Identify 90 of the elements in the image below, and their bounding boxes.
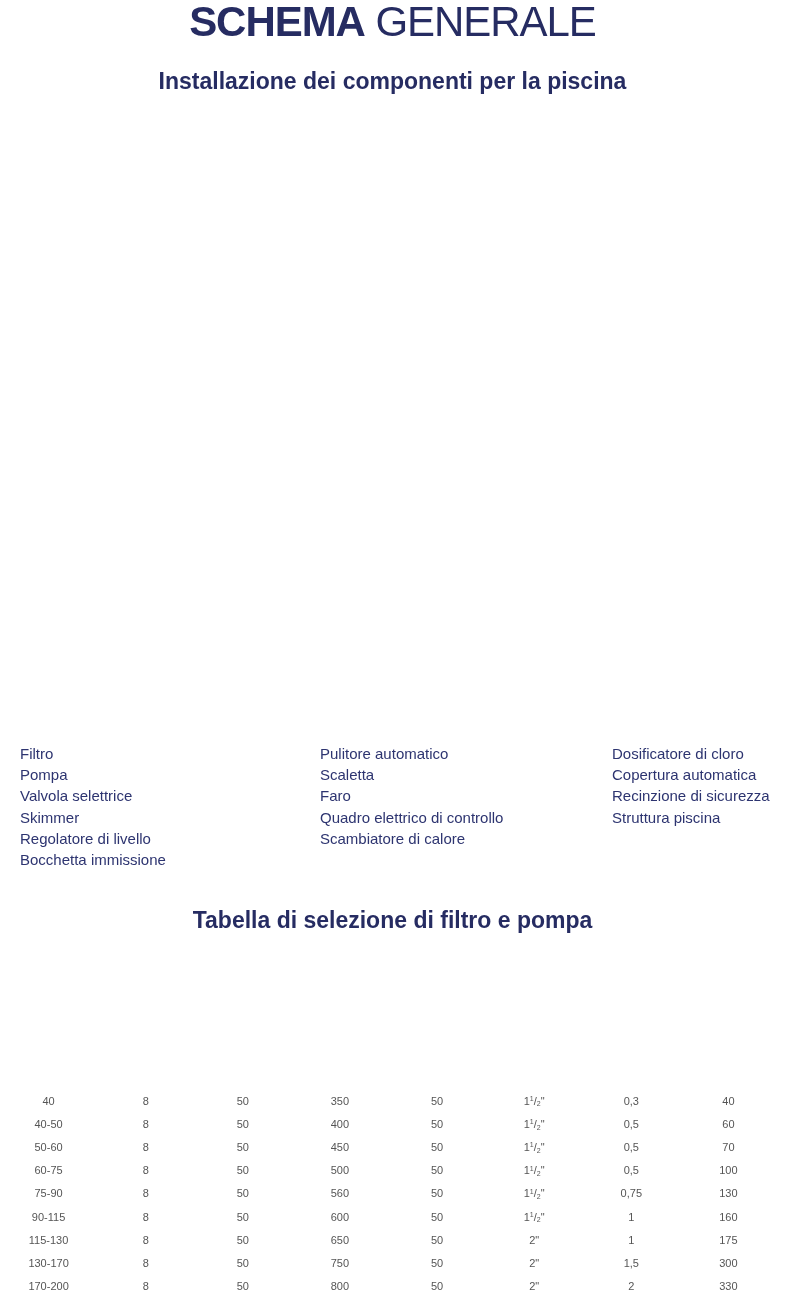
component-name: Dosificatore di cloro <box>612 744 744 764</box>
table-cell: 0,5 <box>623 1116 639 1131</box>
table-cell: 330 <box>719 1279 738 1291</box>
table-cell: 0,75 <box>620 1186 642 1201</box>
table-cell: 0,5 <box>623 1139 639 1154</box>
table-cell: 170-200 <box>28 1279 69 1291</box>
table-cell: 1$^{1}$/$_{2}$" <box>523 1093 545 1108</box>
table-cell: 50 <box>430 1209 444 1224</box>
table-cell: 50 <box>236 1093 249 1108</box>
table-cell: 8 <box>142 1186 149 1201</box>
table-cell: 800 <box>330 1279 350 1291</box>
table-cell: 50 <box>430 1139 444 1154</box>
table-cell: 50 <box>236 1186 249 1201</box>
table-cell: 50 <box>236 1116 249 1131</box>
table-cell: 8 <box>142 1163 149 1178</box>
table-cell: 500 <box>330 1163 350 1178</box>
table-cell: 50 <box>236 1163 249 1178</box>
component-name: Quadro elettrico di controllo <box>320 807 504 828</box>
table-cell: 750 <box>330 1255 350 1270</box>
table-cell: 50 <box>430 1232 444 1247</box>
table-cell: 50 <box>430 1255 444 1270</box>
table-cell: 50 <box>430 1279 444 1291</box>
table-cell: 650 <box>330 1232 350 1247</box>
table-cell: 130-170 <box>28 1255 69 1270</box>
subtitle: Installazione dei componenti per la piscina <box>158 67 627 96</box>
table-cell: 8 <box>142 1116 149 1131</box>
table-cell: 0,3 <box>623 1093 639 1108</box>
table-cell: 160 <box>719 1209 738 1224</box>
table-cell: 8 <box>142 1139 149 1154</box>
table-cell: 1$^{1}$/$_{2}$" <box>523 1186 545 1201</box>
table-cell: 2" <box>529 1255 540 1270</box>
table-cell: 600 <box>330 1209 350 1224</box>
table-cell: 70 <box>722 1139 735 1154</box>
component-name: Copertura automatica <box>612 765 757 786</box>
table-cell: 8 <box>142 1093 149 1108</box>
table-cell: 450 <box>330 1139 350 1154</box>
table-cell: 2 <box>628 1279 635 1291</box>
table-cell: 50 <box>430 1116 444 1131</box>
table-cell: 130 <box>719 1186 738 1201</box>
component-name: Struttura piscina <box>612 807 721 828</box>
table-cell: 100 <box>719 1163 738 1178</box>
table-cell: 1 <box>628 1209 635 1224</box>
table-cell: 2" <box>529 1279 540 1291</box>
table-cell: 40 <box>722 1093 735 1108</box>
table-cell: 8 <box>142 1279 149 1291</box>
table-cell: 60-75 <box>34 1163 63 1178</box>
component-name: Faro <box>320 786 351 807</box>
table-cell: 50 <box>236 1139 249 1154</box>
table-cell: 350 <box>330 1093 350 1108</box>
component-name: Recinzione di sicurezza <box>612 786 770 807</box>
title: SCHEMA GENERALE <box>189 0 596 47</box>
component-name: Bocchetta immissione <box>20 850 166 870</box>
table-cell: 75-90 <box>34 1186 63 1201</box>
component-name: Scaletta <box>320 765 375 786</box>
table-cell: 60 <box>722 1116 735 1131</box>
component-name: Regolatore di livello <box>20 828 151 849</box>
table-cell: 50 <box>236 1209 249 1224</box>
component-name: Valvola selettrice <box>20 786 133 807</box>
component-name: Filtro <box>20 744 54 764</box>
component-name: Pulitore automatico <box>320 744 449 764</box>
table-cell: 8 <box>142 1209 149 1224</box>
table-cell: 50 <box>236 1232 249 1247</box>
table-cell: 50 <box>430 1186 444 1201</box>
table-cell: 8 <box>142 1232 149 1247</box>
table-cell: 8 <box>142 1255 149 1270</box>
table-cell: 2" <box>529 1232 540 1247</box>
component-name: Scambiatore di calore <box>320 828 466 849</box>
table-cell: 40 <box>42 1093 55 1108</box>
table-cell: 400 <box>330 1116 350 1131</box>
table-cell: 90-115 <box>31 1209 66 1224</box>
table-cell: 40-50 <box>34 1116 63 1131</box>
table-cell: 1,5 <box>623 1255 639 1270</box>
table-cell: 300 <box>719 1255 738 1270</box>
table-cell: 50 <box>430 1093 444 1108</box>
table-cell: 50-60 <box>34 1139 63 1154</box>
table-cell: 50 <box>430 1163 444 1178</box>
table-cell: 1$^{1}$/$_{2}$" <box>523 1116 545 1131</box>
table-cell: 50 <box>236 1279 249 1291</box>
table-title: Tabella di selezione di filtro e pompa <box>192 906 593 935</box>
table-cell: 0,5 <box>623 1163 639 1178</box>
component-name: Pompa <box>20 765 68 786</box>
table-cell: 175 <box>719 1232 738 1247</box>
table-cell: 1 <box>628 1232 635 1247</box>
table-cell: 50 <box>236 1255 249 1270</box>
table-cell: 115-130 <box>28 1232 69 1247</box>
table-cell: 1$^{1}$/$_{2}$" <box>523 1209 545 1224</box>
component-name: Skimmer <box>20 807 80 828</box>
table-cell: 1$^{1}$/$_{2}$" <box>523 1139 545 1154</box>
table-cell: 560 <box>330 1186 350 1201</box>
table-cell: 1$^{1}$/$_{2}$" <box>523 1163 545 1178</box>
